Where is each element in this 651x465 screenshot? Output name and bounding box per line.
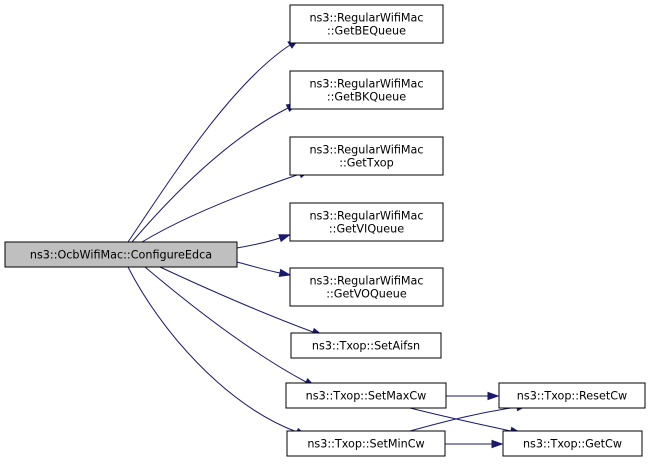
node-label-line: ns3::RegularWifiMac xyxy=(309,210,423,223)
node-label-line: ns3::OcbWifiMac::ConfigureEdca xyxy=(30,249,212,262)
node-box xyxy=(289,267,444,307)
node-label-line: ::GetVOQueue xyxy=(326,288,407,301)
node-box xyxy=(289,136,444,176)
edge-set-min-cw-to-get-cw xyxy=(445,439,504,449)
node-label-line: ns3::Txop::SetAifsn xyxy=(312,340,420,353)
arrowhead-icon xyxy=(278,234,291,243)
node-label-line: ns3::RegularWifiMac xyxy=(309,144,423,157)
edge-configure-edca-to-get-be-queue xyxy=(127,38,300,243)
node-box xyxy=(502,430,643,457)
arrowhead-icon xyxy=(278,268,292,277)
node-set-aifsn[interactable]: ns3::Txop::SetAifsn xyxy=(290,332,442,359)
node-label-line: ::GetTxop xyxy=(339,157,394,170)
node-box xyxy=(498,382,646,409)
node-label-line: ::GetBEQueue xyxy=(327,25,406,38)
edge-configure-edca-to-set-min-cw xyxy=(127,266,308,437)
node-box xyxy=(286,430,446,457)
edge-set-max-cw-to-get-cw xyxy=(409,407,523,435)
node-box xyxy=(285,382,447,409)
node-get-vo-queue[interactable]: ns3::RegularWifiMac::GetVOQueue xyxy=(289,267,444,307)
edge-line xyxy=(131,107,289,243)
nodes-layer: ns3::OcbWifiMac::ConfigureEdcans3::Regul… xyxy=(4,4,646,457)
node-box xyxy=(289,202,444,242)
node-set-min-cw[interactable]: ns3::Txop::SetMinCw xyxy=(286,430,446,457)
edge-line xyxy=(127,266,298,433)
node-label-line: ns3::RegularWifiMac xyxy=(309,12,423,25)
node-set-max-cw[interactable]: ns3::Txop::SetMaxCw xyxy=(285,382,447,409)
edge-line xyxy=(127,44,291,243)
node-get-cw[interactable]: ns3::Txop::GetCw xyxy=(502,430,643,457)
node-box xyxy=(289,70,444,110)
node-box xyxy=(4,241,238,268)
node-label-line: ns3::Txop::SetMinCw xyxy=(307,438,424,451)
node-get-vi-queue[interactable]: ns3::RegularWifiMac::GetVIQueue xyxy=(289,202,444,242)
node-label-line: ::GetVIQueue xyxy=(329,223,404,236)
node-get-bk-queue[interactable]: ns3::RegularWifiMac::GetBKQueue xyxy=(289,70,444,110)
edge-configure-edca-to-get-vo-queue xyxy=(236,261,292,277)
node-configure-edca: ns3::OcbWifiMac::ConfigureEdca xyxy=(4,241,238,268)
node-label-line: ns3::RegularWifiMac xyxy=(309,78,423,91)
edge-line xyxy=(159,266,314,333)
edge-line xyxy=(236,237,281,249)
edge-set-max-cw-to-reset-cw xyxy=(446,391,500,401)
edge-configure-edca-to-get-txop xyxy=(141,170,311,243)
node-label-line: ns3::Txop::SetMaxCw xyxy=(306,390,427,403)
edge-line xyxy=(409,407,512,432)
node-label-line: ::GetBKQueue xyxy=(327,91,406,104)
node-reset-cw[interactable]: ns3::Txop::ResetCw xyxy=(498,382,646,409)
edge-line xyxy=(144,266,307,383)
node-label-line: ns3::RegularWifiMac xyxy=(309,275,423,288)
node-label-line: ns3::Txop::GetCw xyxy=(523,438,622,451)
edge-configure-edca-to-get-bk-queue xyxy=(131,102,299,243)
node-box xyxy=(290,332,442,359)
edge-line xyxy=(236,261,281,274)
edge-line xyxy=(141,173,301,243)
arrowhead-icon xyxy=(491,439,504,449)
node-get-be-queue[interactable]: ns3::RegularWifiMac::GetBEQueue xyxy=(289,4,444,44)
edge-line xyxy=(409,406,518,432)
node-box xyxy=(289,4,444,44)
edge-configure-edca-to-set-max-cw xyxy=(144,266,317,388)
arrowhead-icon xyxy=(487,391,500,401)
edge-configure-edca-to-get-vi-queue xyxy=(236,234,291,249)
node-label-line: ns3::Txop::ResetCw xyxy=(517,390,627,403)
node-get-txop[interactable]: ns3::RegularWifiMac::GetTxop xyxy=(289,136,444,176)
